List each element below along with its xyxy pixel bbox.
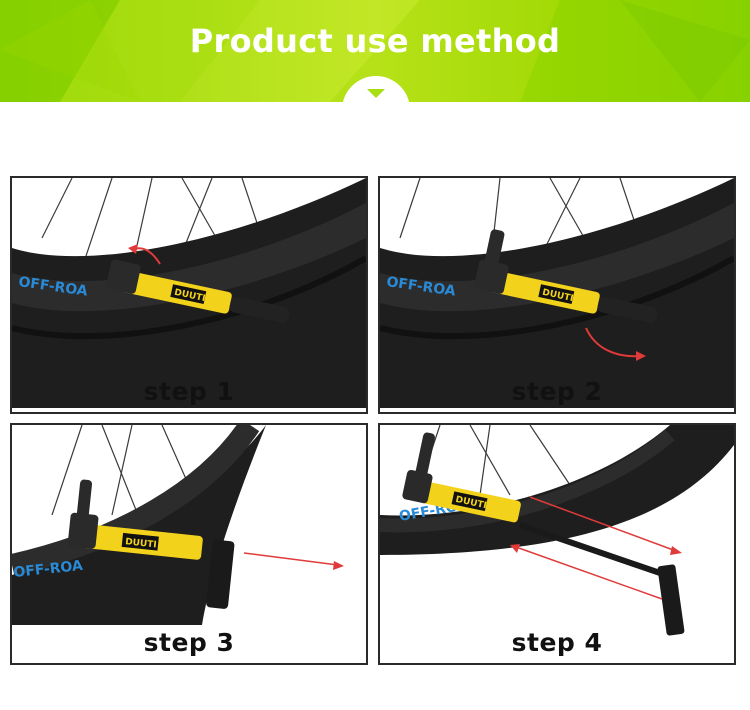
tire [12, 425, 366, 625]
red-arrow-straight [243, 552, 339, 566]
step-3-photo: OFF-ROA DUUTI [12, 425, 366, 625]
step-label-1: step 1 [143, 377, 235, 406]
page-title: Product use method [189, 22, 561, 60]
pump-brand: DUUTI [125, 537, 157, 550]
pump: DUUTI [106, 259, 290, 323]
triangle-down-icon [367, 89, 385, 98]
step-2-photo: OFF-ROA DUUTI [380, 178, 734, 408]
step-panel-3: OFF-ROA DUUTI step 3 [10, 423, 368, 665]
red-arrow-curved [585, 327, 643, 358]
header-banner: Product use method [0, 0, 750, 102]
rim [380, 203, 734, 312]
banner-background-facets [0, 0, 750, 102]
red-arrow-left [515, 546, 663, 600]
step-1-photo: OFF-ROA DUUTI [12, 178, 366, 408]
pump: DUUTI [402, 432, 685, 636]
step-panel-4: OFF-ROA DUUTI step 4 [378, 423, 736, 665]
step-label-3: step 3 [143, 628, 235, 657]
step-label-4: step 4 [511, 628, 603, 657]
pump: DUUTI [67, 479, 235, 609]
step-panel-2: OFF-ROA DUUTI step 2 [378, 176, 736, 414]
spokes [419, 425, 571, 496]
step-panel-1: OFF-ROA DUUTI step 1 [10, 176, 368, 414]
step-label-2: step 2 [511, 377, 603, 406]
rim [12, 203, 366, 312]
tire-sidewall-text: OFF-ROA [13, 558, 84, 581]
pump: DUUTI [474, 229, 658, 323]
step-4-photo: OFF-ROA DUUTI [380, 425, 734, 636]
red-arrow-right [529, 496, 677, 552]
